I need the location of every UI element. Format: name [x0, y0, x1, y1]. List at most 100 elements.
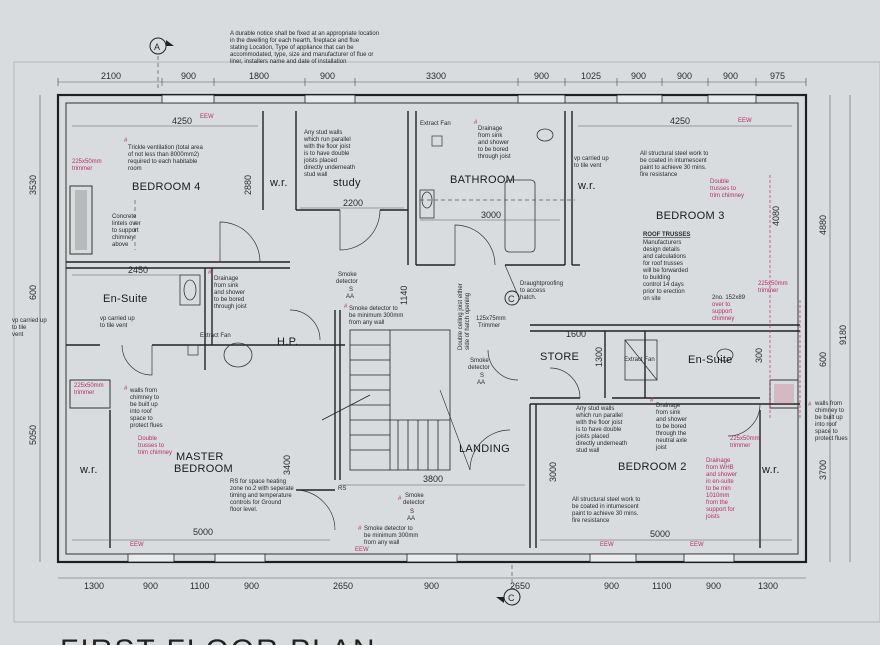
note-roof-8: on site	[643, 296, 661, 302]
note-stud2-5: directly underneath	[576, 441, 627, 447]
smoke-symbol-3-sub: AA	[407, 516, 415, 522]
note-drain1-0: Drainage	[478, 126, 503, 132]
dim-inner-15: 3000	[548, 462, 558, 482]
note-extract-fan-3: Extract Fan	[624, 357, 655, 363]
eew-tag-4: EEW	[690, 542, 704, 548]
note-trimmer3-1: trimmer	[74, 390, 94, 396]
note-drain1-4: through joist	[478, 154, 511, 160]
note-extract-fan-1: Extract Fan	[420, 121, 451, 127]
dim-inner-7: 1140	[399, 286, 409, 305]
dim-top-5: 900	[534, 71, 549, 81]
dim-right-3: 3700	[818, 460, 828, 480]
notice-line-1: in the dwelling for each hearth, firepla…	[230, 38, 360, 44]
note-smoke-rule2-1: be minimum 300mm	[364, 533, 418, 539]
svg-text:#: #	[344, 304, 348, 310]
left-dimension-line: 3530 600 5050	[28, 95, 41, 562]
note-chimney2-0: walls from	[814, 401, 842, 407]
section-label-a: A	[154, 42, 160, 52]
eew-tag-1: EEW	[738, 118, 752, 124]
sanitary-fittings	[179, 128, 734, 381]
note-double-red-1: trusses to	[138, 443, 165, 449]
note-stud2-2: with the floor joist	[575, 420, 623, 426]
note-vp3-0: vp carried up	[12, 318, 47, 324]
note-concrete-3: chimney	[112, 235, 134, 241]
note-chimney1-5: protect flues	[130, 423, 163, 429]
note-drain3-3: to be bored	[656, 424, 686, 430]
dim-inner-0: 4250	[172, 116, 192, 126]
note-drain1-2: and shower	[478, 140, 509, 146]
note-drain3-4: through the	[656, 431, 687, 437]
eew-tag-0: EEW	[200, 114, 214, 120]
smoke-symbol-1: S	[349, 287, 353, 293]
dim-inner-19: over to	[712, 302, 731, 308]
note-trickle-3: room	[128, 166, 142, 172]
note-vp1-1: to tile vent	[574, 163, 602, 169]
section-marker-c-mid	[504, 290, 520, 306]
dim-inner-6: 2450	[128, 265, 148, 275]
note-rs-3: controls for Ground	[230, 500, 281, 506]
note-extract-fan-2: Extract Fan	[200, 333, 231, 339]
room-study: study	[333, 177, 361, 189]
room-wr-2: w.r.	[577, 180, 596, 192]
note-smoke3-1: detector	[403, 500, 425, 506]
note-drain3-1: from sink	[656, 410, 681, 416]
extract-fan-1-icon	[431, 135, 443, 147]
dim-top-3: 900	[320, 71, 335, 81]
note-draught-2: hatch.	[520, 295, 537, 301]
note-roof-0: Manufacturers	[643, 240, 681, 246]
chimney-breasts	[69, 185, 799, 409]
note-roof-1: design details	[643, 247, 680, 253]
note-smoke1-0: Smoke	[338, 272, 357, 278]
eew-tag-2: EEW	[130, 542, 144, 548]
dim-bottom-3: 900	[244, 581, 259, 591]
note-stud2-6: stud wall	[576, 448, 599, 454]
extract-fan-2-icon	[187, 344, 199, 356]
notice-line-3: accommodated, type, size and manufacture…	[230, 52, 373, 58]
dim-right-2: 600	[818, 352, 828, 367]
dim-inner-18: 2no. 152x89	[712, 295, 746, 301]
note-drain3-0: Drainage	[656, 403, 681, 409]
note-trusses-red-2: trim chimney	[710, 193, 744, 199]
dim-bottom-0: 1300	[84, 581, 104, 591]
note-chimney2-5: protect flues	[815, 436, 848, 442]
room-master-bedroom-l1: MASTER	[176, 451, 224, 463]
note-steel1-0: All structural steel work to	[640, 151, 709, 157]
note-drain-red-7: support for	[706, 507, 735, 513]
dim-right-0: 4880	[818, 215, 828, 235]
room-bedroom-2: BEDROOM 2	[618, 461, 687, 473]
note-trimmer2-0: 225x50mm	[758, 281, 788, 287]
section-label-c-bottom: C	[508, 593, 515, 603]
section-marker-c-bottom: C	[496, 565, 521, 606]
notice-line-0: A durable notice shall be fixed at an ap…	[230, 31, 379, 37]
dim-top-0: 2100	[101, 71, 121, 81]
note-smoke-rule1-0: Smoke detector to	[349, 306, 398, 312]
dim-inner-1: 4250	[670, 116, 690, 126]
note-chimney1-1: chimney to	[130, 395, 160, 401]
note-chimney1-0: walls from	[129, 388, 157, 394]
dim-bottom-8: 1100	[652, 581, 671, 591]
note-vp2-0: vp carried up	[100, 316, 135, 322]
notice-line-4: liner, installers name and date of insta…	[230, 59, 346, 65]
note-stud-2: with the floor joist	[303, 144, 351, 150]
dim-bottom-9: 900	[706, 581, 721, 591]
note-rs-tag: RS	[338, 486, 346, 492]
note-chimney1-2: be built up	[130, 402, 158, 408]
note-trimmer4-1: trimmer	[730, 443, 750, 449]
note-steel2-3: fire resistance	[572, 518, 610, 524]
dim-inner-4: 3000	[481, 210, 501, 220]
note-drain-red-1: from WHB	[706, 465, 734, 471]
internal-walls	[66, 111, 800, 548]
room-wr-3: w.r.	[79, 464, 98, 476]
annotation-notes: # Trickle ventilation (total area of not…	[12, 114, 848, 553]
room-bedroom-3: BEDROOM 3	[656, 210, 725, 222]
svg-text:#: #	[808, 402, 812, 408]
note-drain2-0: Drainage	[214, 276, 239, 282]
sheet-border	[13, 61, 880, 623]
dim-bottom-5: 900	[424, 581, 439, 591]
note-trickle-1: of not less than 8000mm2)	[128, 152, 199, 158]
note-double-red-2: trim chimney	[138, 450, 172, 456]
dim-left-0: 3530	[28, 175, 38, 195]
note-drain2-2: and shower	[214, 290, 245, 296]
note-vp3-2: vent	[12, 332, 24, 338]
note-drain-red-5: 1010mm	[706, 493, 729, 499]
